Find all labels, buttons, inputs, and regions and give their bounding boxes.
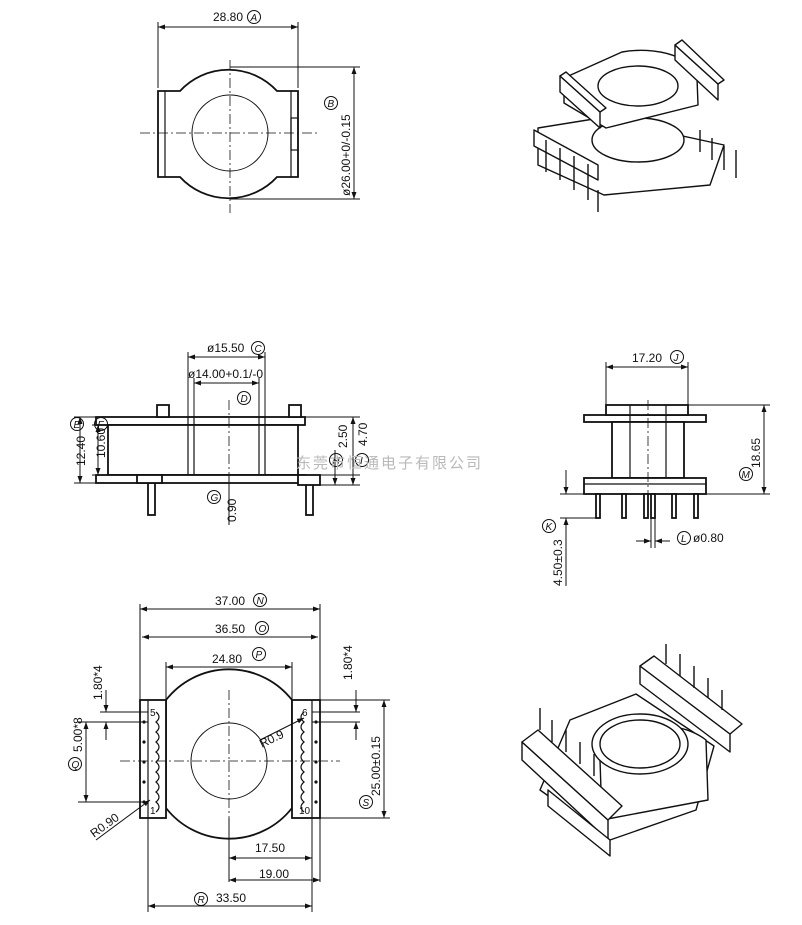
dim-1900-label: 19.00 [259, 867, 289, 881]
inner-dia-d-label: ø14.00+0.1/-0 [188, 367, 263, 381]
dim-n-label: 37.00 [215, 594, 245, 608]
tag-j: J [673, 353, 680, 364]
width-j-label: 17.20 [632, 351, 662, 365]
tag-o: O [259, 624, 267, 635]
tag-b: B [328, 99, 335, 110]
watermark-text: 东莞市恒通电子有限公司 [296, 455, 483, 472]
tag-p: P [256, 650, 263, 661]
dim-o-label: 36.50 [215, 622, 245, 636]
iso-view-top [533, 39, 737, 212]
tag-k: K [546, 522, 554, 533]
tag-a: A [250, 13, 258, 24]
pin-label-1: 1 [150, 806, 156, 817]
tag-c: C [255, 344, 263, 355]
tag-g: G [211, 493, 219, 504]
dim-r-label: 33.50 [216, 891, 246, 905]
tag-r: R [198, 895, 205, 906]
diameter-b-label: ø26.00+0/-0.15 [339, 114, 353, 196]
flange-g-label: 0.90 [225, 498, 239, 522]
dim-s-label: 25.00±0.15 [369, 736, 383, 796]
tag-s: S [363, 798, 370, 809]
tag-m: M [742, 470, 751, 481]
pin-label-10: 10 [299, 806, 311, 817]
outer-dia-c-label: ø15.50 [207, 341, 245, 355]
height-f-label: 10.60 [94, 428, 108, 458]
step-i-label: 4.70 [356, 422, 370, 446]
tag-l: L [681, 534, 687, 545]
pin-label-5: 5 [150, 708, 156, 719]
side-view: ø15.50 C ø14.00+0.1/-0 D 12.40 E 10.60 F… [70, 341, 370, 525]
tag-e: E [74, 420, 81, 431]
height-m-label: 18.65 [749, 438, 763, 468]
tag-n: N [257, 596, 265, 607]
tag-i: I [360, 456, 363, 467]
pitch-left-label: 1.80*4 [91, 665, 105, 700]
pitch-right-label: 1.80*4 [341, 645, 355, 680]
pin-length-k-label: 4.50±0.3 [551, 539, 565, 586]
dim-1750-label: 17.50 [255, 841, 285, 855]
dim-q-label: 5.00*8 [71, 717, 85, 752]
pin-label-6: 6 [302, 708, 308, 719]
pin-dia-l-label: ø0.80 [693, 531, 724, 545]
radius-090-label: R0.90 [88, 810, 122, 840]
tag-h: H [333, 456, 341, 467]
dim-p-label: 24.80 [212, 652, 242, 666]
tag-d: D [241, 394, 248, 405]
iso-view-bottom [521, 644, 743, 857]
bottom-view: 5 1 6 10 37.00 N 36.50 O 24.80 P 1.80*4 … [68, 593, 390, 912]
tag-f: F [98, 420, 105, 431]
step-h-label: 2.50 [336, 424, 350, 448]
top-view: 28.80 A ø26.00+0/-0.15 B [140, 10, 360, 213]
tag-q: Q [72, 760, 80, 771]
height-e-label: 12.40 [74, 436, 88, 466]
end-view: 17.20 J 18.65 M 4.50±0.3 K L ø0.80 [542, 350, 770, 586]
width-a-label: 28.80 [213, 10, 243, 24]
